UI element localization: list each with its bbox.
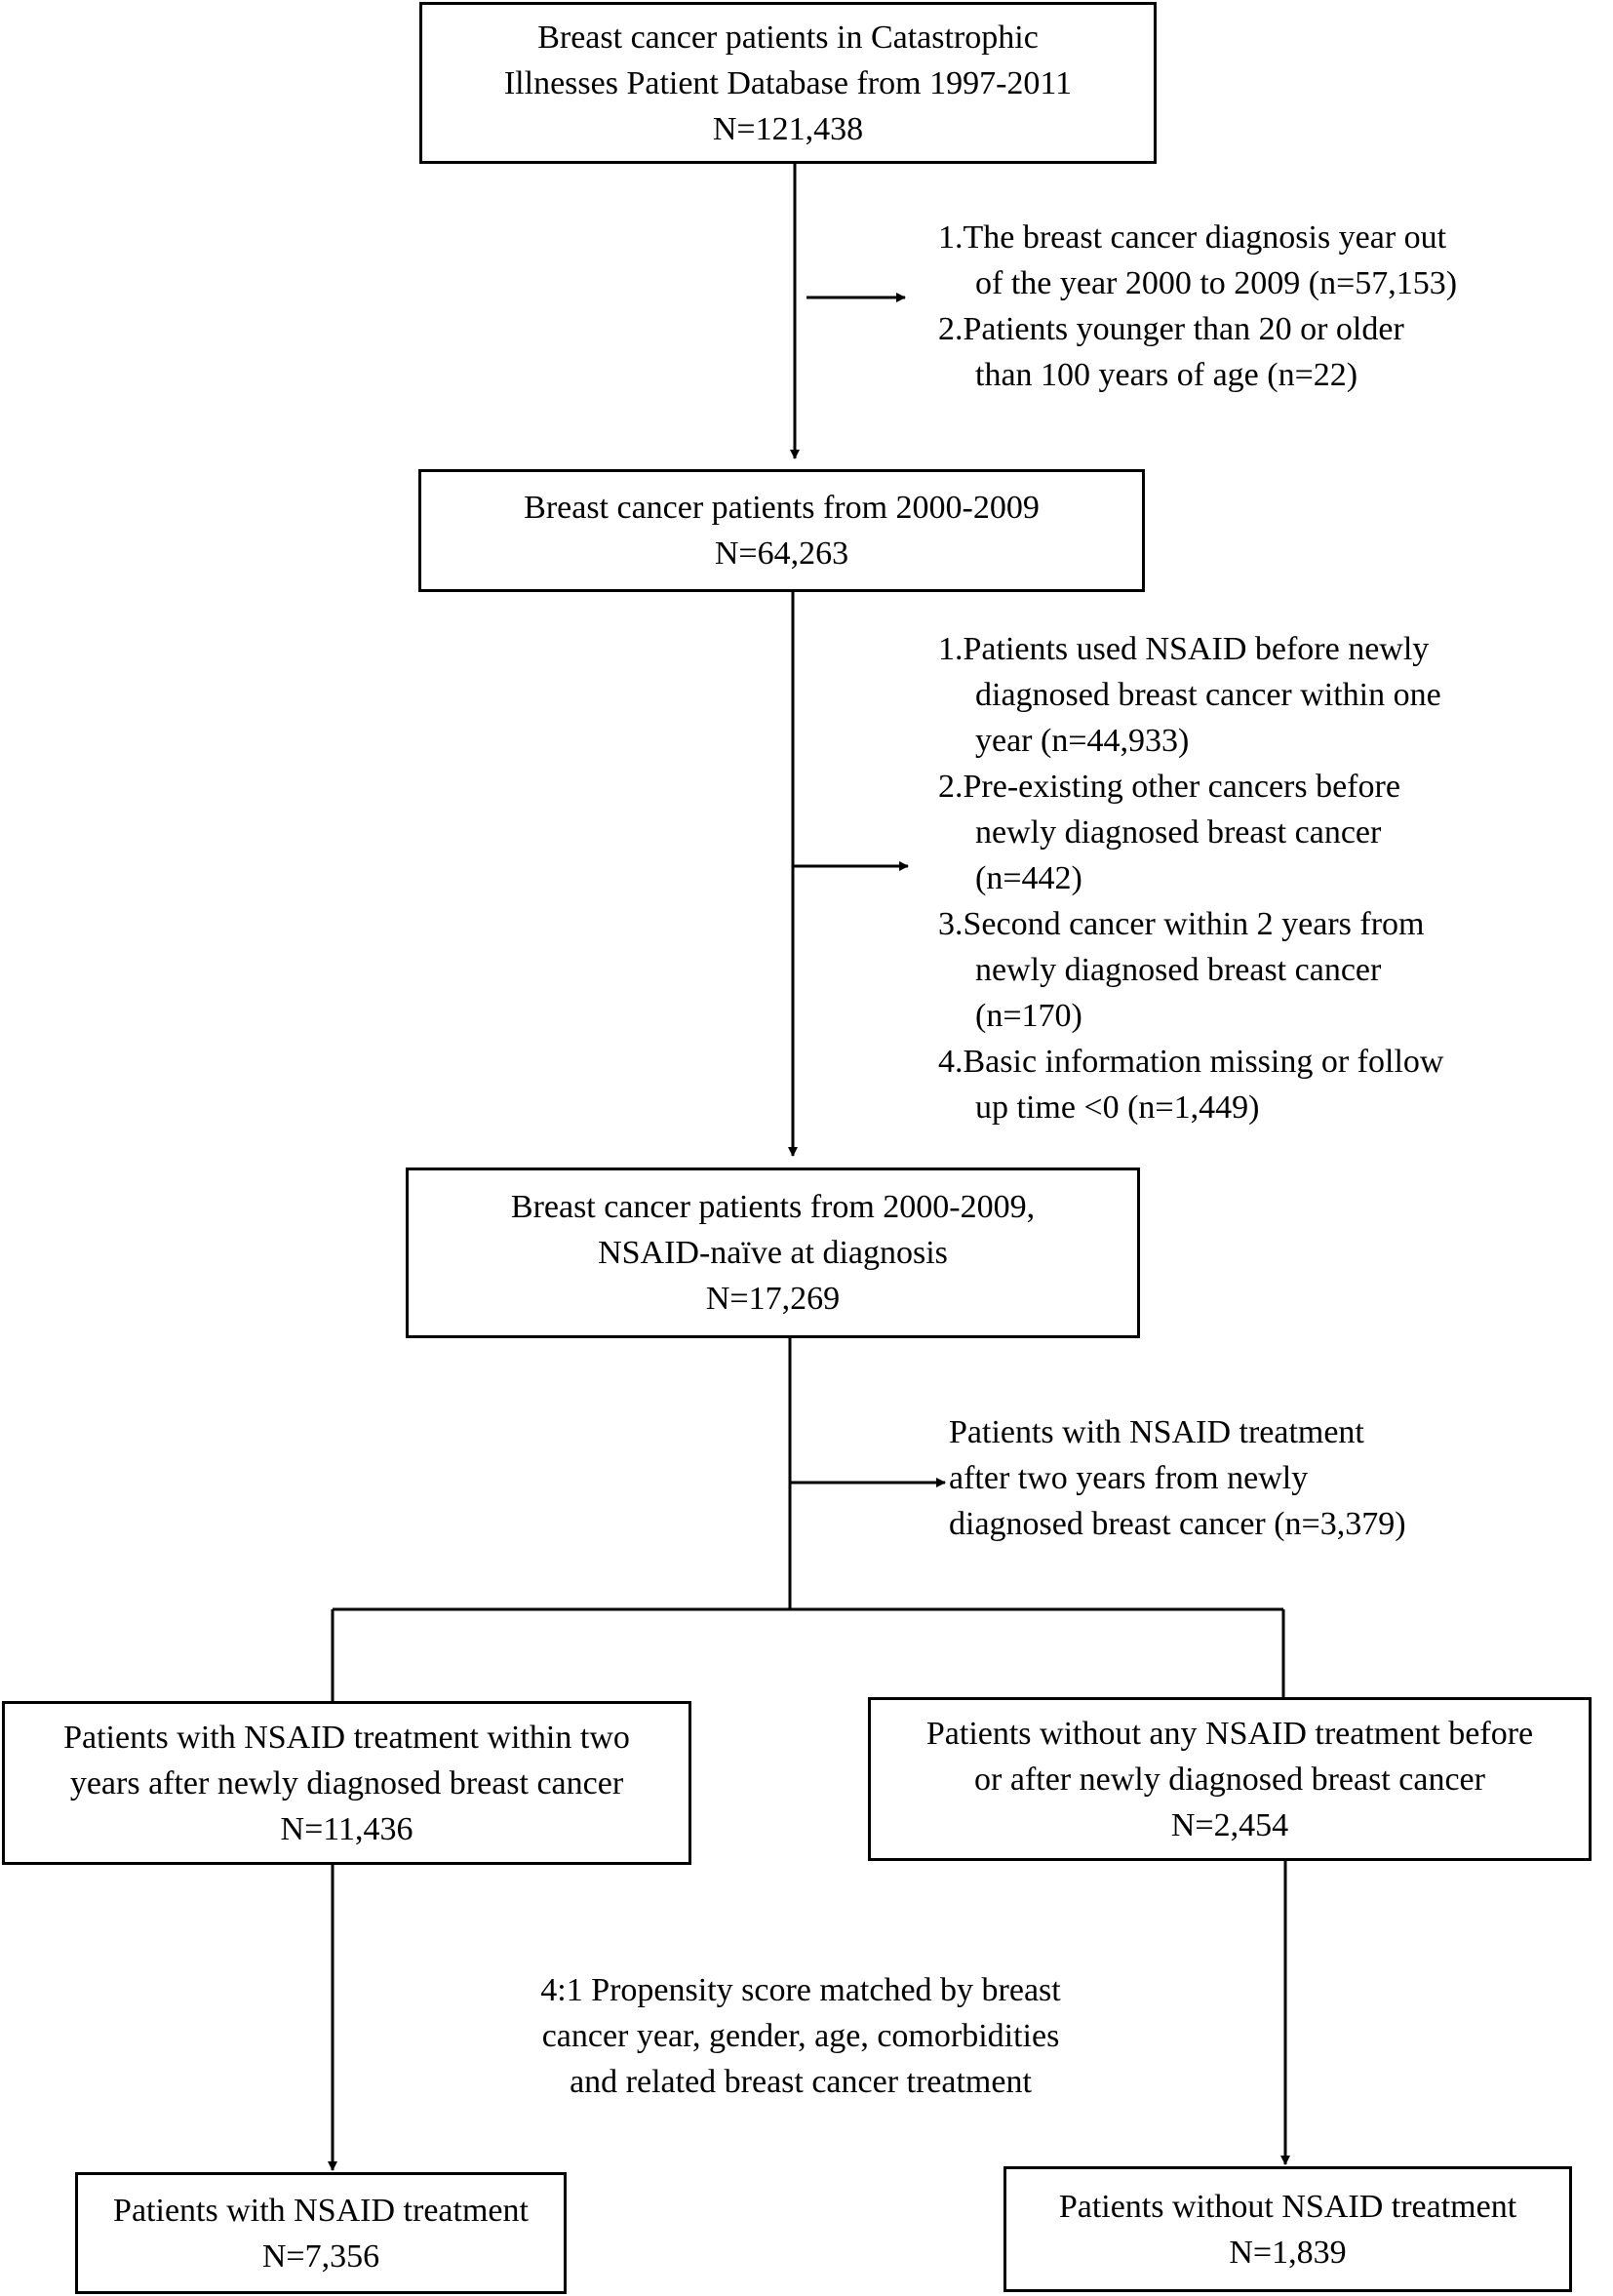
first-exclusion-item: 1.The breast cancer diagnosis year out o…	[938, 219, 1458, 301]
matched-no-nsaid-line1: Patients without NSAID treatment	[1058, 2188, 1517, 2225]
naive-box-line1: Breast cancer patients from 2000-2009,	[510, 1189, 1036, 1225]
matched-no-nsaid-box: Patients without NSAID treatment N=1,839	[1003, 2166, 1572, 2292]
matched-nsaid-count: N=7,356	[261, 2237, 380, 2275]
first-exclusion-item: 2.Patients younger than 20 or older than…	[938, 311, 1404, 393]
database-box: Breast cancer patients in Catastrophic I…	[419, 2, 1157, 164]
nsaid-within-two-years-box: Patients with NSAID treatment within two…	[2, 1701, 691, 1865]
period-box: Breast cancer patients from 2000-2009 N=…	[418, 469, 1145, 592]
naive-box: Breast cancer patients from 2000-2009, N…	[406, 1168, 1140, 1338]
database-box-line1: Breast cancer patients in Catastrophic	[537, 19, 1039, 56]
naive-box-count: N=17,269	[705, 1281, 841, 1317]
third-exclusion-note: Patients with NSAID treatment after two …	[949, 1414, 1406, 1542]
second-exclusion-item: 2.Pre-existing other cancers before newl…	[938, 769, 1400, 896]
database-box-line2: Illnesses Patient Database from 1997-201…	[503, 64, 1073, 101]
naive-box-line2: NSAID-naïve at diagnosis	[598, 1235, 948, 1271]
second-exclusion-item: 1.Patients used NSAID before newly diagn…	[938, 631, 1441, 759]
first-exclusion-note: 1.The breast cancer diagnosis year out o…	[938, 215, 1457, 398]
matched-no-nsaid-count: N=1,839	[1229, 2234, 1347, 2271]
nsaid-within-two-years-line1: Patients with NSAID treatment within two	[63, 1719, 630, 1756]
no-nsaid-count: N=2,454	[1170, 1806, 1289, 1843]
period-box-count: N=64,263	[714, 535, 849, 572]
matched-nsaid-line1: Patients with NSAID treatment	[113, 2192, 529, 2229]
no-nsaid-box: Patients without any NSAID treatment bef…	[868, 1697, 1592, 1861]
nsaid-within-two-years-count: N=11,436	[280, 1810, 413, 1847]
period-box-line1: Breast cancer patients from 2000-2009	[524, 490, 1040, 526]
second-exclusion-item: 4.Basic information missing or follow up…	[938, 1044, 1444, 1126]
nsaid-within-two-years-line2: years after newly diagnosed breast cance…	[69, 1764, 624, 1801]
database-box-count: N=121,438	[712, 110, 864, 147]
no-nsaid-line1: Patients without any NSAID treatment bef…	[925, 1715, 1534, 1752]
no-nsaid-line2: or after newly diagnosed breast cancer	[974, 1761, 1485, 1798]
second-exclusion-note: 1.Patients used NSAID before newly diagn…	[938, 626, 1443, 1130]
matching-note: 4:1 Propensity score matched by breast c…	[540, 1972, 1061, 2100]
second-exclusion-item: 3.Second cancer within 2 years from newl…	[938, 906, 1425, 1034]
matched-nsaid-box: Patients with NSAID treatment N=7,356	[75, 2172, 567, 2294]
